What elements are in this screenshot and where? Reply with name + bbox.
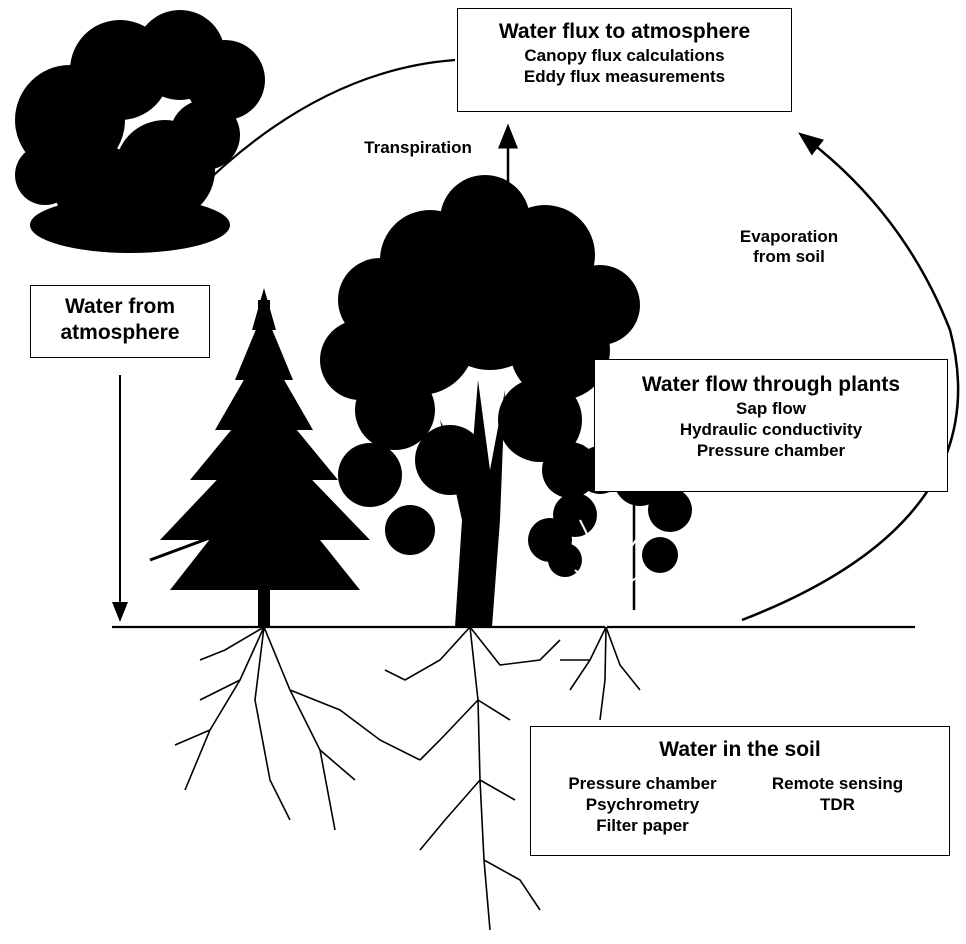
broadleaf-tree (320, 175, 640, 627)
plants-box-title: Water flow through plants (595, 372, 947, 398)
soil-method-item: Filter paper (545, 815, 740, 836)
soil-method-item: TDR (740, 794, 935, 815)
soil-box-title: Water in the soil (531, 737, 949, 763)
water-flux-to-atmosphere-box: Water flux to atmosphere Canopy flux cal… (457, 8, 792, 112)
atmosphere-box-title-line1: Water from (31, 294, 209, 320)
water-flow-through-plants-box: Water flow through plants Sap flow Hydra… (594, 359, 948, 492)
plants-box-item: Pressure chamber (595, 440, 947, 461)
flux-box-item: Canopy flux calculations (458, 45, 791, 66)
plants-box-item: Hydraulic conductivity (595, 419, 947, 440)
soil-method-item: Remote sensing (740, 773, 935, 794)
cloud-icon (15, 10, 265, 253)
flux-box-title: Water flux to atmosphere (458, 19, 791, 45)
atmosphere-box-title-line2: atmosphere (31, 320, 209, 346)
soil-method-item: Pressure chamber (545, 773, 740, 794)
evaporation-label: Evaporation from soil (714, 227, 864, 267)
evaporation-label-line1: Evaporation (714, 227, 864, 247)
plants-box-item: Sap flow (595, 398, 947, 419)
soil-methods-left: Pressure chamber Psychrometry Filter pap… (545, 773, 740, 836)
flux-box-item: Eddy flux measurements (458, 66, 791, 87)
water-from-atmosphere-box: Water from atmosphere (30, 285, 210, 358)
soil-method-item: Psychrometry (545, 794, 740, 815)
soil-methods-right: Remote sensing TDR (740, 773, 935, 836)
transpiration-label: Transpiration (348, 138, 488, 158)
water-in-the-soil-box: Water in the soil Pressure chamber Psych… (530, 726, 950, 856)
evaporation-label-line2: from soil (714, 247, 864, 267)
